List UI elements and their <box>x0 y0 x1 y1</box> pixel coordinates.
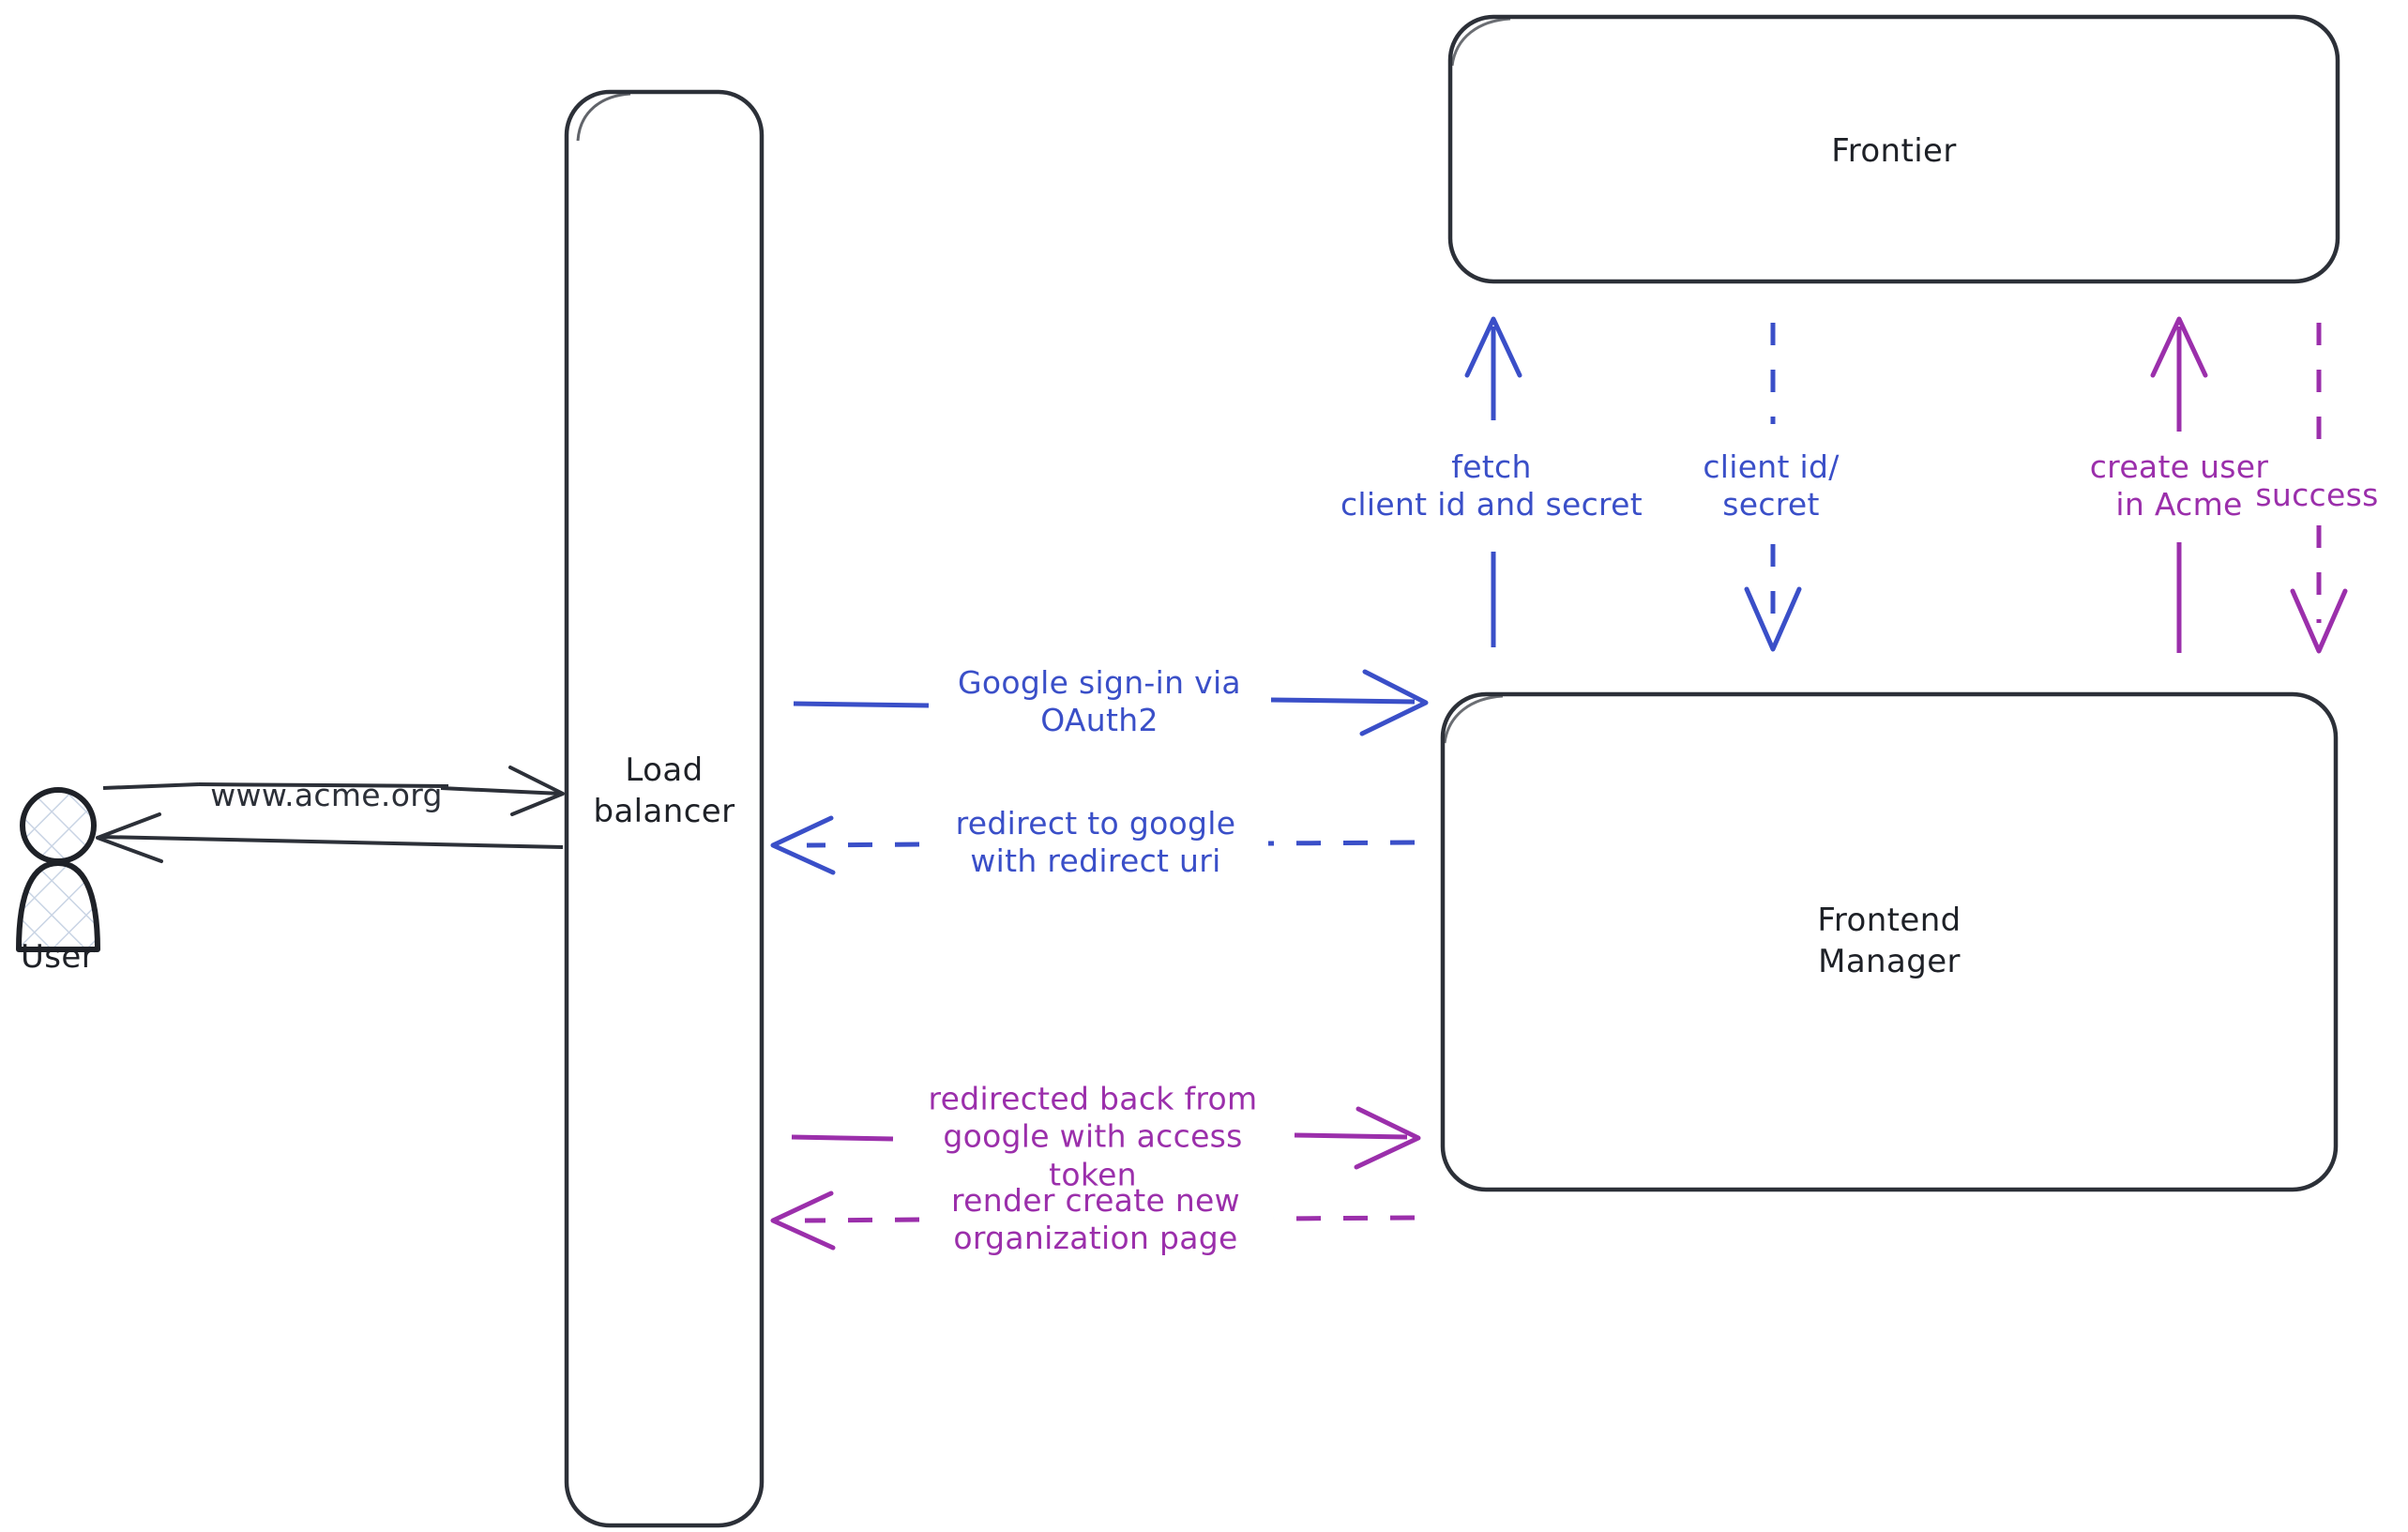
edge-label-fm-to-lb-render: render create new organization page <box>951 1181 1240 1256</box>
edge-fm-to-lb-render <box>770 1191 1416 1251</box>
edge-label-lb-to-fm-signin: Google sign-in via OAuth2 <box>958 663 1241 738</box>
edge-fm-to-frontier-create <box>2150 316 2208 653</box>
edge-frontier-to-fm-success <box>2290 323 2348 654</box>
frontend-manager-label: Frontend Manager <box>1817 902 1961 980</box>
frontier-label: Frontier <box>1831 132 1957 170</box>
frontend-manager-node[interactable] <box>1440 691 2339 1192</box>
load-balancer-label: Load balancer <box>593 751 735 830</box>
edge-label-frontier-to-fm-creds: client id/ secret <box>1703 447 1840 523</box>
edge-fm-to-frontier-fetch <box>1464 316 1522 647</box>
edge-lb-to-user <box>96 812 564 863</box>
edge-user-to-lb <box>102 766 565 816</box>
edge-label-user-to-lb: www.acme.org <box>210 776 443 813</box>
edge-label-frontier-to-fm-success: success <box>2255 476 2379 513</box>
edge-label-fm-to-frontier-fetch: fetch client id and secret <box>1340 447 1643 523</box>
edge-lb-to-fm-token <box>791 1106 1421 1170</box>
edge-fm-to-lb-redirect <box>770 815 1416 875</box>
edge-lb-to-fm-signin <box>793 669 1429 736</box>
user-actor-caption: User <box>21 938 96 976</box>
edge-label-fm-to-lb-redirect: redirect to google with redirect uri <box>955 804 1236 879</box>
load-balancer-node[interactable] <box>564 89 765 1528</box>
frontier-node[interactable] <box>1447 14 2340 284</box>
person-icon <box>16 787 100 952</box>
edge-label-fm-to-frontier-create: create user in Acme <box>2089 447 2269 523</box>
edge-frontier-to-fm-creds <box>1744 323 1802 652</box>
edge-label-lb-to-fm-token: redirected back from google with access … <box>928 1080 1258 1193</box>
